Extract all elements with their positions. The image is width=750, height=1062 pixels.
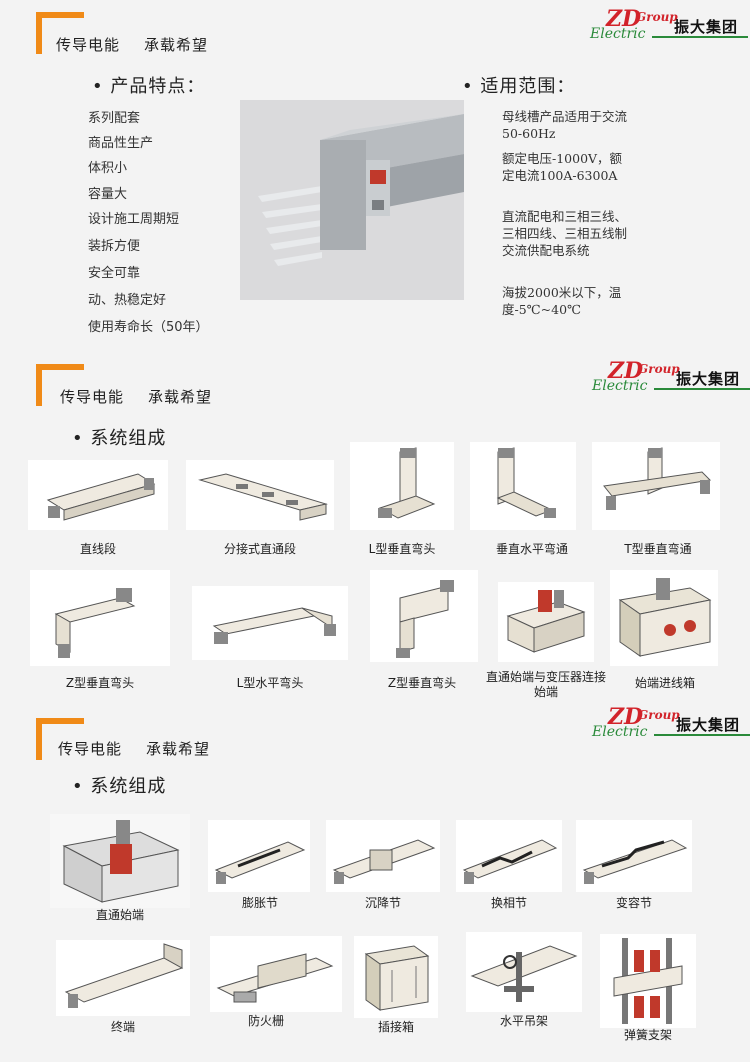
header-slogan: 传导电能 承载希望 [60, 386, 236, 407]
component-l-vertical-elbow-image [350, 442, 454, 530]
component-label: 防火栅 [247, 1014, 284, 1028]
component-vertical-horizontal-bend-image [470, 442, 576, 530]
scope-item: 额定电压-1000V，额定电流100A-6300A [502, 151, 623, 183]
component-label: Z型垂直弯头 [387, 676, 457, 690]
component-label: 沉降节 [364, 896, 401, 910]
feature-item: 系列配套 [88, 111, 141, 126]
section-system-composition-2: 传导电能 承载希望 ZD Group Electric 振大集团 • 系统组成 直… [0, 702, 750, 1062]
header-bracket [36, 364, 84, 406]
component-z-vertical-elbow-2-image [370, 570, 478, 662]
system-title: • 系统组成 [72, 428, 167, 449]
company-logo: ZD Group Electric 振大集团 [592, 358, 750, 396]
company-logo: ZD Group Electric 振大集团 [592, 704, 750, 742]
feature-item: 使用寿命长（50年） [88, 320, 209, 335]
logo-mark: ZD [606, 6, 642, 32]
component-straight-section-image [28, 460, 168, 530]
component-plug-in-box-image [354, 936, 438, 1018]
header-slogan: 传导电能 承载希望 [56, 34, 232, 55]
header-bracket [36, 12, 84, 54]
component-label: 始端进线箱 [634, 676, 695, 690]
feature-item: 体积小 [88, 161, 128, 176]
company-logo: ZD Group Electric 振大集团 [590, 6, 750, 44]
slogan-a: 传导电能 [58, 740, 123, 758]
component-label: 分接式直通段 [223, 542, 296, 556]
component-label: 终端 [110, 1020, 135, 1034]
feature-item: 容量大 [88, 187, 128, 202]
component-label: L型垂直弯头 [368, 542, 436, 556]
component-label: 换相节 [490, 896, 527, 910]
logo-cn-name: 振大集团 [676, 716, 741, 734]
component-label: 膨胀节 [241, 896, 278, 910]
logo-underline [652, 36, 748, 38]
feature-item: 安全可靠 [88, 266, 141, 281]
component-label: 直通始端与变压器连接始端 [485, 670, 606, 699]
component-direct-start-image [50, 814, 190, 908]
scope-item: 直流配电和三相三线、三相四线、三相五线制交流供配电系统 [502, 209, 628, 258]
component-horizontal-hanger-image [466, 932, 582, 1012]
component-label: 垂直水平弯通 [495, 542, 568, 556]
component-label: 直通始端 [95, 908, 144, 922]
logo-cn-name: 振大集团 [676, 370, 741, 388]
logo-group: Group [638, 708, 680, 722]
slogan-b: 承载希望 [146, 740, 211, 758]
component-branch-section-image [186, 460, 334, 530]
logo-mark: ZD [608, 704, 644, 730]
features-title: • 产品特点： [92, 76, 206, 97]
component-phase-change-joint-image [456, 820, 562, 892]
scope-item: 海拔2000米以下，温度-5℃~40℃ [502, 285, 622, 317]
logo-mark: ZD [608, 358, 644, 384]
component-end-cap-image [56, 940, 190, 1016]
scope-title: • 适用范围： [462, 76, 576, 97]
section-product-features: 传导电能承载希望 ZD Group Electric 振大集团 • 产品特点： … [0, 0, 750, 350]
slogan-b: 承载希望 [148, 388, 213, 406]
component-transformer-start-image [498, 582, 594, 662]
logo-underline [654, 734, 750, 736]
slogan-a: 传导电能 [60, 388, 125, 406]
component-l-horizontal-elbow-image [192, 586, 348, 660]
component-label: L型水平弯头 [236, 676, 304, 690]
logo-cn-name: 振大集团 [674, 18, 739, 36]
component-fire-barrier-image [210, 936, 342, 1012]
logo-underline [654, 388, 750, 390]
component-spring-bracket-image [600, 934, 696, 1028]
logo-electric: Electric [592, 724, 648, 740]
header-slogan: 传导电能 承载希望 [58, 738, 234, 759]
component-label: Z型垂直弯头 [65, 676, 135, 690]
logo-group: Group [636, 10, 678, 24]
logo-electric: Electric [590, 26, 646, 42]
component-label: 水平吊架 [499, 1014, 548, 1028]
component-start-inlet-box-image [610, 570, 718, 666]
feature-item: 设计施工周期短 [88, 212, 180, 227]
logo-group: Group [638, 362, 680, 376]
component-t-vertical-bend-image [592, 442, 720, 530]
busway-product-image [240, 100, 464, 300]
feature-item: 装拆方便 [88, 239, 141, 254]
section-system-composition-1: 传导电能 承载希望 ZD Group Electric 振大集团 • 系统组成 直… [0, 350, 750, 702]
logo-electric: Electric [592, 378, 648, 394]
component-label: 直线段 [79, 542, 116, 556]
feature-item: 动、热稳定好 [88, 293, 167, 308]
slogan-a: 传导电能 [56, 36, 121, 54]
component-label: 变容节 [615, 896, 652, 910]
slogan-b: 承载希望 [144, 36, 209, 54]
component-settlement-joint-image [326, 820, 440, 892]
component-label: 插接箱 [377, 1020, 414, 1034]
component-capacity-change-joint-image [576, 820, 692, 892]
component-label: 弹簧支架 [623, 1028, 672, 1042]
feature-item: 商品性生产 [88, 136, 154, 151]
component-expansion-joint-image [208, 820, 310, 892]
component-label: T型垂直弯通 [624, 542, 692, 556]
header-bracket [36, 718, 84, 760]
system-title: • 系统组成 [72, 776, 167, 797]
scope-item: 母线槽产品适用于交流50-60Hz [502, 109, 628, 141]
component-z-vertical-elbow-image [30, 570, 170, 666]
